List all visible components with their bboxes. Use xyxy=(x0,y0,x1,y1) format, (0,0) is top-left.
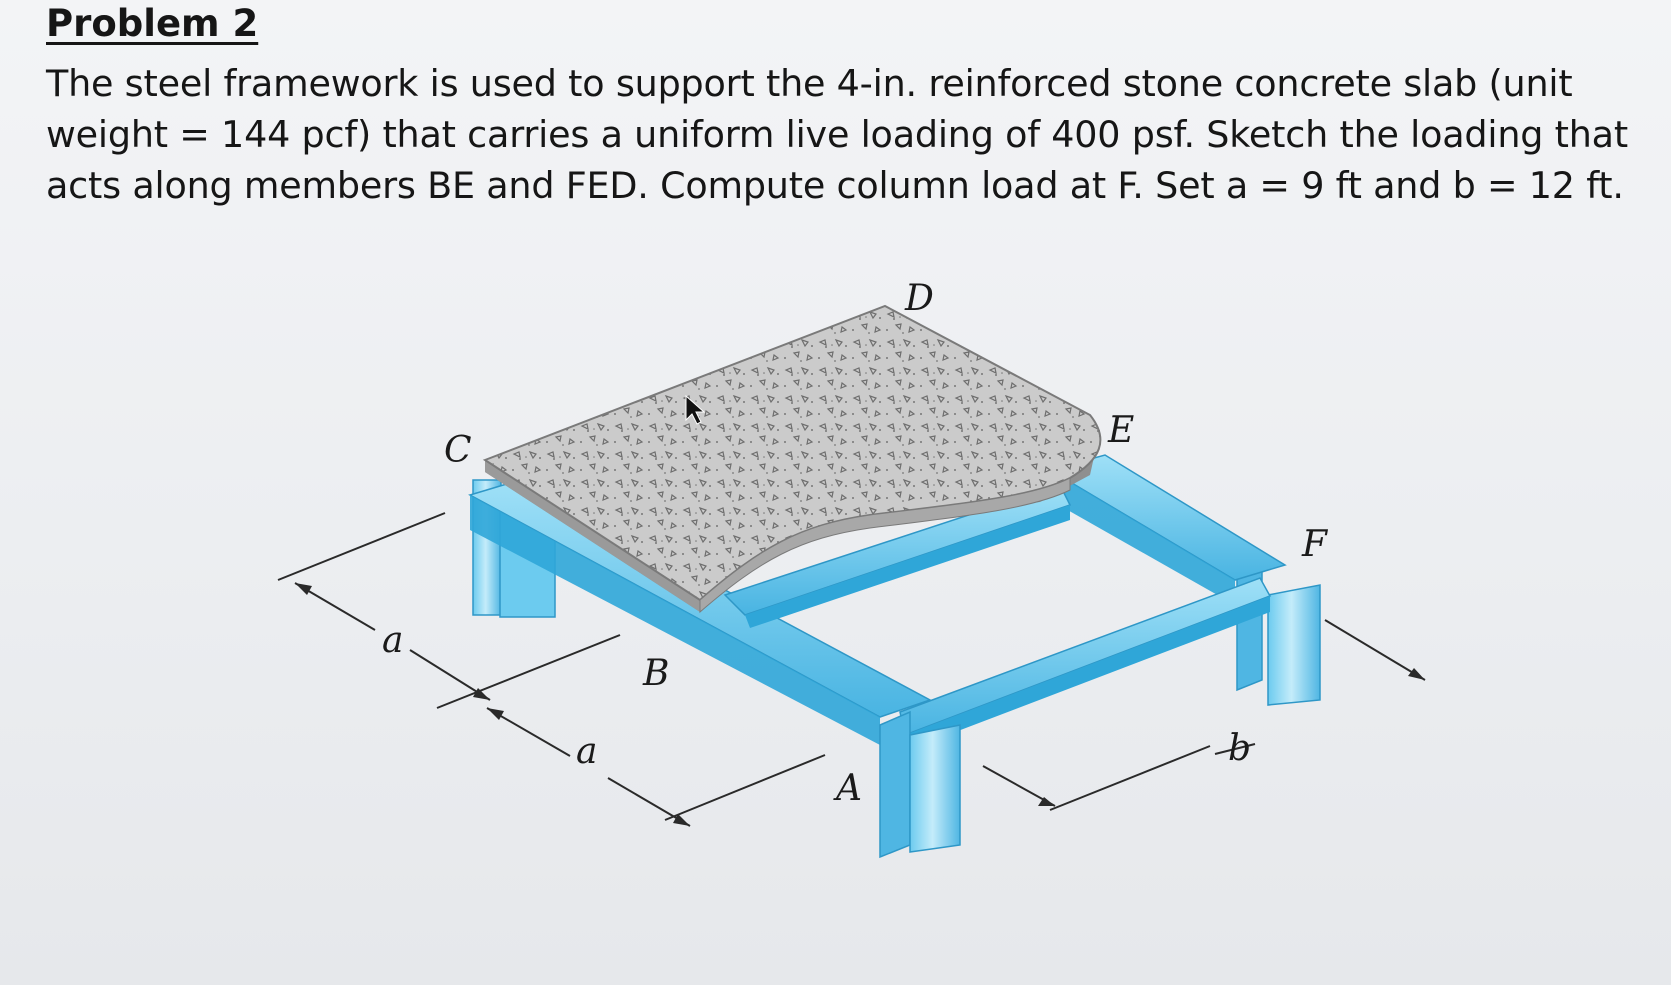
label-d: D xyxy=(904,278,934,319)
label-a: A xyxy=(833,768,862,809)
beam-af xyxy=(899,577,1272,750)
beam-be xyxy=(723,484,1072,628)
dim-label-a-upper: a xyxy=(382,620,403,661)
label-b: B xyxy=(642,653,669,694)
dim-label-b: b xyxy=(1228,728,1251,769)
problem-title: Problem 2 xyxy=(46,2,259,45)
problem-statement: The steel framework is used to support t… xyxy=(46,62,1628,207)
concrete-slab xyxy=(482,304,1102,614)
column-a xyxy=(879,710,961,859)
dim-label-a-lower: a xyxy=(576,731,597,772)
label-c: C xyxy=(444,430,472,471)
dimension-arrowheads xyxy=(295,583,1425,826)
cursor-icon xyxy=(685,394,706,425)
label-f: F xyxy=(1301,524,1329,565)
label-e: E xyxy=(1107,410,1134,451)
